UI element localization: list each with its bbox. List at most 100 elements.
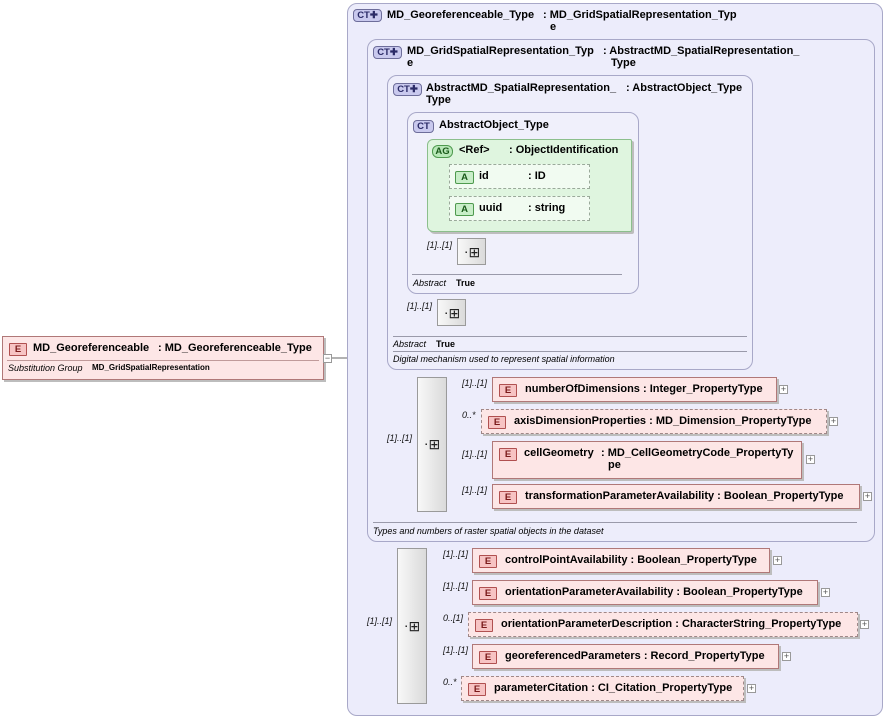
grid-sequence[interactable]: ⋅⊞	[417, 377, 447, 512]
root-element-md-georeferenceable[interactable]: E MD_Georeferenceable : MD_Georeferencea…	[2, 336, 324, 380]
element-badge: E	[475, 619, 493, 632]
attribute-uuid-name: uuid	[479, 202, 503, 214]
attribute-id-name: id	[479, 170, 489, 182]
ct-abstract-obj-separator	[412, 274, 622, 275]
expand-button[interactable]: +	[821, 587, 830, 597]
element-transformationparameteravailability[interactable]: E transformationParameterAvailability : …	[492, 484, 860, 509]
element-controlpointavailability[interactable]: E controlPointAvailability : Boolean_Pro…	[472, 548, 770, 573]
element-orientationparameterdescription[interactable]: E orientationParameterDescription : Char…	[468, 612, 858, 637]
substitution-group-value: MD_GridSpatialRepresentation	[92, 363, 210, 372]
element-badge: E	[479, 555, 497, 568]
expand-button[interactable]: +	[860, 619, 869, 629]
ct-abstract-sr-separator-2	[393, 351, 747, 352]
element-parametercitation[interactable]: E parameterCitation : CI_Citation_Proper…	[461, 676, 744, 701]
complex-type-badge: CT	[413, 120, 434, 133]
element-label: parameterCitation : CI_Citation_Property…	[494, 682, 732, 694]
ct-abstract-obj-abstract: Abstract True	[413, 278, 475, 288]
attribute-uuid-type: : string	[528, 202, 566, 214]
attribute-id-type: : ID	[528, 170, 546, 182]
sequence-icon: ⋅⊞	[464, 244, 481, 260]
ct-abstract-sr-name-line1: AbstractMD_SpatialRepresentation_	[426, 82, 617, 94]
root-collapse-toggle[interactable]: −	[323, 353, 332, 363]
ct-grid-separator	[373, 522, 857, 523]
element-label: controlPointAvailability : Boolean_Prope…	[505, 554, 757, 566]
ct-grid-documentation: Types and numbers of raster spatial obje…	[373, 526, 604, 536]
element-label: numberOfDimensions : Integer_PropertyTyp…	[525, 383, 763, 395]
ct-outer-name: MD_Georeferenceable_Type	[387, 9, 535, 21]
element-multiplicity: [1]..[1]	[443, 645, 469, 655]
element-label: orientationParameterDescription : Charac…	[501, 618, 841, 630]
element-badge: E	[479, 587, 497, 600]
element-type: : Boolean_PropertyType	[676, 586, 803, 598]
element-label: georeferencedParameters : Record_Propert…	[505, 650, 765, 662]
element-multiplicity: 0..*	[443, 677, 457, 687]
element-multiplicity: [1]..[1]	[462, 485, 488, 495]
ct-abstract-obj-name: AbstractObject_Type	[439, 119, 549, 131]
element-cellgeometry[interactable]: E cellGeometry : MD_CellGeometryCode_Pro…	[492, 441, 802, 479]
element-label: orientationParameterAvailability : Boole…	[505, 586, 803, 598]
element-type-line1: : MD_CellGeometryCode_PropertyTy	[601, 447, 794, 459]
element-type: : Boolean_PropertyType	[630, 554, 757, 566]
element-badge: E	[468, 683, 486, 696]
element-type: : Boolean_PropertyType	[717, 490, 844, 502]
element-type: : Record_PropertyType	[643, 650, 765, 662]
abstract-sr-sequence[interactable]: ⋅⊞	[437, 299, 466, 326]
abstract-label: Abstract	[393, 339, 427, 349]
abstract-sr-seq-multiplicity: [1]..[1]	[407, 301, 433, 311]
grid-sequence-multiplicity: [1]..[1]	[387, 433, 413, 443]
element-name: orientationParameterAvailability	[505, 586, 674, 598]
ct-outer-type-line2: e	[550, 21, 557, 33]
attribute-group-name: <Ref>	[459, 144, 490, 156]
root-separator	[7, 360, 319, 361]
expand-button[interactable]: +	[779, 384, 788, 394]
geo-sequence[interactable]: ⋅⊞	[397, 548, 427, 704]
sequence-icon: ⋅⊞	[424, 436, 441, 452]
expand-button[interactable]: +	[806, 454, 815, 464]
element-badge: E	[479, 651, 497, 664]
expand-button[interactable]: +	[829, 416, 838, 426]
element-type-line2: pe	[608, 459, 621, 471]
element-numberofdimensions[interactable]: E numberOfDimensions : Integer_PropertyT…	[492, 377, 777, 402]
abstract-obj-sequence[interactable]: ⋅⊞	[457, 238, 486, 265]
attribute-uuid[interactable]: A uuid : string	[449, 196, 590, 221]
element-name: axisDimensionProperties	[514, 415, 647, 427]
element-badge: E	[499, 448, 517, 461]
element-axisdimensionproperties[interactable]: E axisDimensionProperties : MD_Dimension…	[481, 409, 827, 434]
ct-grid-type-line2: Type	[611, 57, 636, 69]
element-name: orientationParameterDescription	[501, 618, 673, 630]
ct-abstract-sr-documentation: Digital mechanism used to represent spat…	[393, 354, 615, 364]
element-badge: E	[499, 491, 517, 504]
ct-abstract-sr-name-line2: Type	[426, 94, 451, 106]
abstract-obj-seq-multiplicity: [1]..[1]	[427, 240, 453, 250]
element-orientationparameteravailability[interactable]: E orientationParameterAvailability : Boo…	[472, 580, 818, 605]
expand-button[interactable]: +	[747, 683, 756, 693]
expand-button[interactable]: +	[773, 555, 782, 565]
complex-type-badge: CT✚	[353, 9, 382, 22]
element-label: axisDimensionProperties : MD_Dimension_P…	[514, 415, 812, 427]
attribute-id[interactable]: A id : ID	[449, 164, 590, 189]
ct-outer-type-line1: : MD_GridSpatialRepresentation_Typ	[543, 9, 737, 21]
element-label: transformationParameterAvailability : Bo…	[525, 490, 844, 502]
element-multiplicity: [1]..[1]	[443, 549, 469, 559]
abstract-value: True	[456, 278, 476, 288]
element-multiplicity: 0..*	[462, 410, 476, 420]
sequence-icon: ⋅⊞	[444, 305, 461, 321]
element-type: : CharacterString_PropertyType	[675, 618, 842, 630]
element-multiplicity: [1]..[1]	[462, 378, 488, 388]
expand-button[interactable]: +	[782, 651, 791, 661]
element-type: : MD_Dimension_PropertyType	[649, 415, 812, 427]
element-type: : CI_Citation_PropertyType	[591, 682, 733, 694]
complex-type-badge: CT✚	[373, 46, 402, 59]
ct-grid-name-line1: MD_GridSpatialRepresentation_Typ	[407, 45, 594, 57]
ct-grid-name-line2: e	[407, 57, 414, 69]
root-element-type: : MD_Georeferenceable_Type	[158, 342, 312, 354]
ct-abstract-sr-separator-1	[393, 336, 747, 337]
expand-button[interactable]: +	[863, 491, 872, 501]
attribute-group-badge: AG	[432, 145, 453, 158]
element-name: numberOfDimensions	[525, 383, 640, 395]
element-badge: E	[9, 343, 27, 356]
element-type: : Integer_PropertyType	[642, 383, 763, 395]
abstract-label: Abstract	[413, 278, 447, 288]
element-georeferencedparameters[interactable]: E georeferencedParameters : Record_Prope…	[472, 644, 779, 669]
